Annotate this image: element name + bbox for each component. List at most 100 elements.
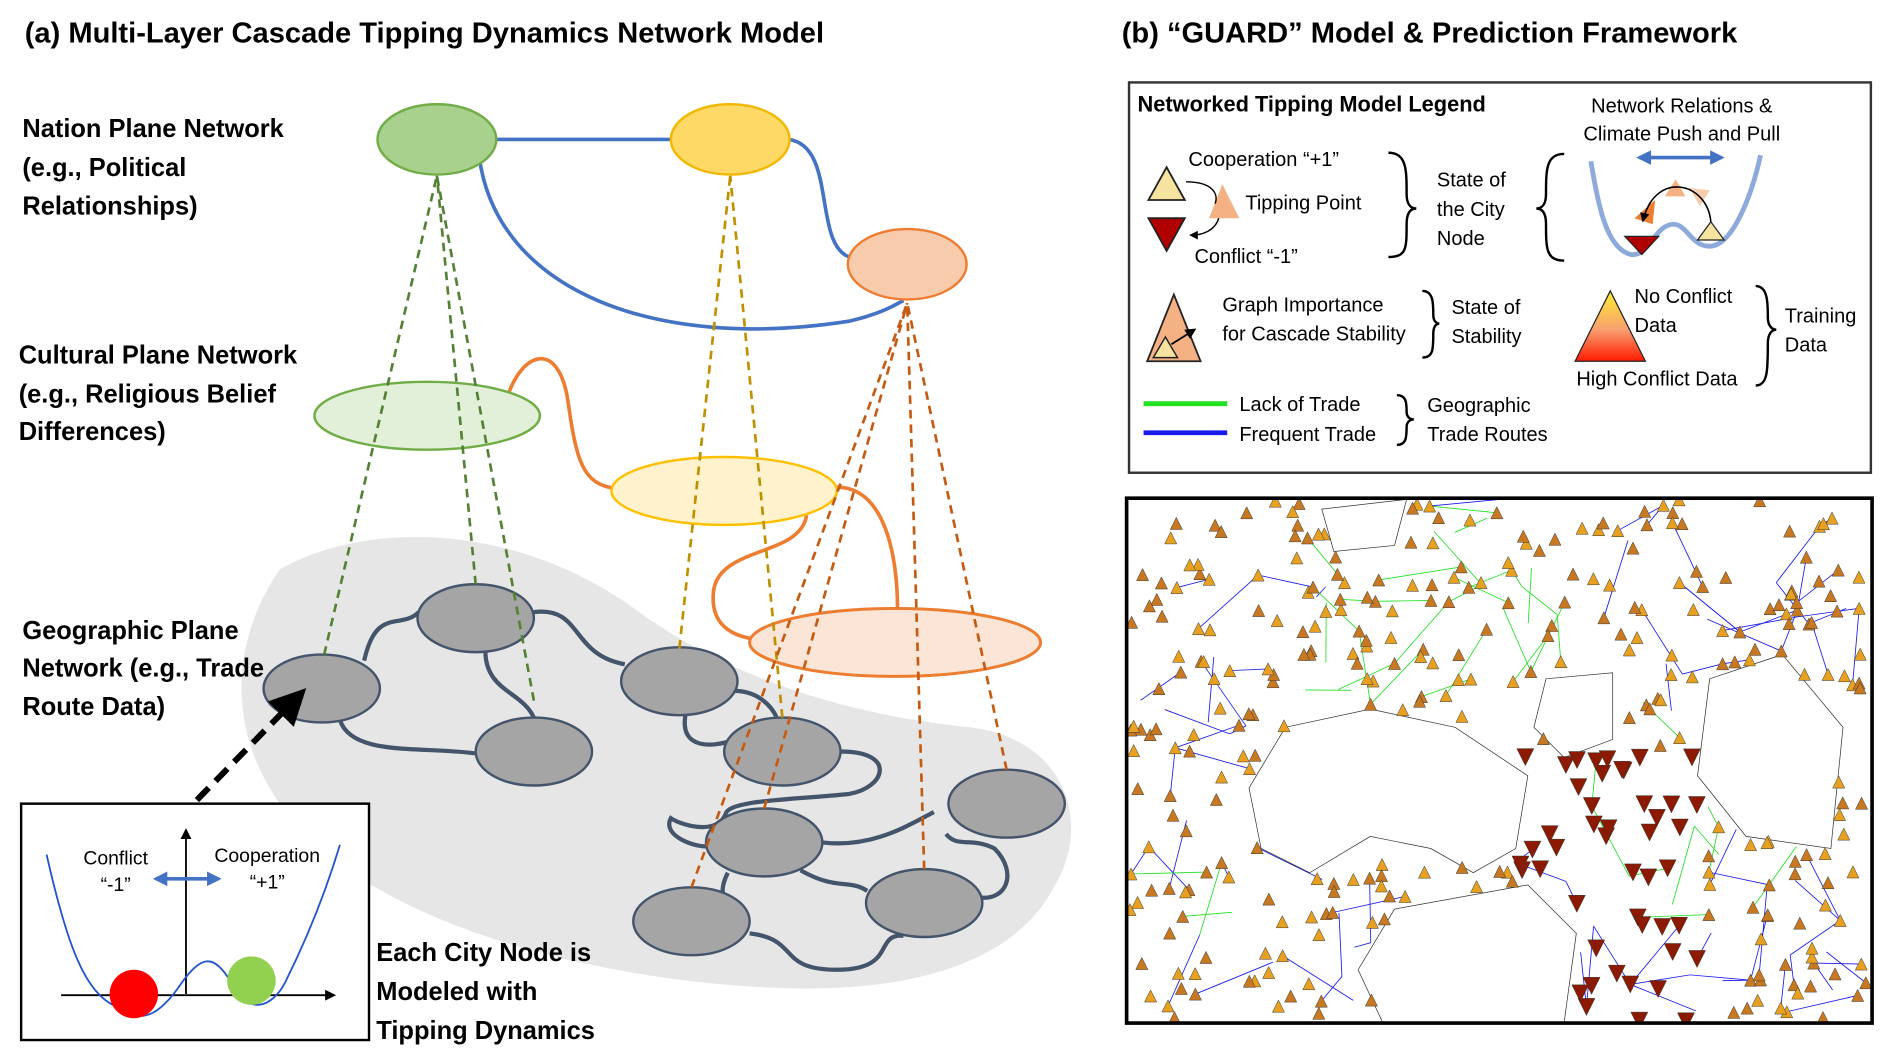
city-node-marker	[1597, 611, 1611, 625]
city-node-marker	[1150, 592, 1164, 606]
city-node-marker	[1135, 956, 1149, 970]
trade-route-edge	[1375, 600, 1431, 602]
city-node-marker	[1696, 579, 1710, 593]
city-node-marker	[1301, 531, 1315, 545]
city-node-marker	[1270, 613, 1284, 627]
city-node-marker	[1817, 517, 1830, 531]
state-city-node-text: the City	[1437, 199, 1505, 221]
city-node-marker	[1164, 531, 1178, 545]
city-node-marker	[1183, 744, 1197, 758]
city-node-marker	[1790, 596, 1804, 609]
city-node-marker	[1791, 986, 1805, 1000]
city-node-marker	[1630, 630, 1644, 644]
conflict-city-node	[1584, 815, 1603, 834]
city-node-marker	[1784, 587, 1798, 600]
map-frame	[1124, 496, 1874, 1025]
city-node	[619, 646, 739, 717]
cultural-node-yellow	[610, 455, 839, 527]
conflict-prediction-map	[1124, 496, 1874, 1025]
city-node-marker	[1271, 999, 1285, 1013]
trade-route-edge	[1370, 648, 1424, 705]
city-node-marker	[1470, 879, 1484, 893]
conflict-city-node	[1658, 859, 1677, 878]
city-node-marker	[1846, 865, 1860, 879]
city-node-marker	[1413, 694, 1426, 708]
conflict-city-node	[1683, 748, 1701, 767]
trade-route-edge	[1641, 609, 1683, 675]
city-node-marker	[1746, 900, 1760, 914]
city-node-marker	[1288, 529, 1302, 543]
conflict-city-node	[1663, 943, 1682, 962]
city-node-marker	[1474, 575, 1488, 589]
city-node-marker	[1851, 988, 1865, 1002]
city-node-marker	[1155, 609, 1169, 623]
potential-curve	[45, 844, 341, 1017]
city-node-marker	[1782, 616, 1796, 630]
trade-route-edge	[1617, 504, 1664, 532]
conflict-label: Conflict	[83, 847, 148, 869]
city-node-marker	[1854, 957, 1868, 971]
sea-region	[1533, 672, 1614, 759]
city-node-marker	[1425, 578, 1439, 592]
nation-plane-label: Nation Plane Network (e.g., Political Re…	[22, 115, 284, 221]
city-node-marker	[1346, 872, 1360, 886]
city-node-marker	[1292, 499, 1306, 510]
trade-route-edge	[1169, 747, 1176, 796]
trade-route-edge	[1198, 574, 1259, 629]
city-node-marker	[1306, 580, 1320, 594]
city-node-marker	[1805, 941, 1819, 955]
map-network-layer	[1127, 499, 1871, 1022]
projection-line-yellow	[728, 175, 784, 718]
city-node-marker	[1833, 808, 1847, 821]
city-node-marker	[1702, 907, 1716, 921]
city-node-marker	[1327, 884, 1341, 898]
city-node-marker	[1291, 518, 1305, 532]
conflict-city-node	[1607, 964, 1626, 983]
city-node-marker	[1251, 568, 1265, 582]
training-data-text: Training	[1785, 305, 1857, 327]
brace-icon	[1396, 393, 1414, 447]
city-node-marker	[1516, 529, 1530, 543]
trade-route-edge	[1826, 951, 1867, 984]
trade-route-edge	[1164, 709, 1230, 735]
trade-route-edge	[1750, 915, 1768, 981]
city-node-marker	[1406, 578, 1419, 592]
conflict-city-node	[1639, 868, 1658, 887]
city-node-marker	[1686, 602, 1700, 616]
city-node-marker	[1586, 572, 1600, 586]
trade-route-edge	[1780, 964, 1786, 1009]
city-node-marker	[1207, 672, 1221, 685]
trade-route-edge	[1453, 576, 1509, 604]
city-node-marker	[1404, 535, 1418, 549]
city-node-marker	[1364, 993, 1378, 1007]
city-node-marker	[1200, 865, 1214, 879]
city-node-marker	[1793, 916, 1807, 930]
city-node-marker	[1333, 592, 1347, 606]
city-node-marker	[1171, 966, 1185, 980]
geographic-plane	[241, 536, 1072, 989]
trade-route-edge	[1852, 608, 1860, 685]
city-node-marker	[1170, 580, 1184, 594]
city-node-marker	[1172, 649, 1186, 663]
city-node-marker	[1638, 504, 1652, 518]
trade-routes-text: Trade Routes	[1427, 424, 1547, 446]
city-node-marker	[1426, 656, 1440, 670]
legend-frame	[1127, 81, 1873, 474]
caption-line: Each City Node is	[376, 939, 591, 967]
city-node-marker	[1852, 570, 1866, 584]
label-line: Relationships)	[22, 193, 197, 221]
caption-line: Tipping Dynamics	[376, 1017, 595, 1045]
projection-line-orange	[905, 302, 926, 870]
brace-icon	[1422, 289, 1440, 359]
city-node-marker	[1236, 749, 1250, 763]
city-node-marker	[1302, 977, 1316, 991]
geo-link	[483, 650, 536, 719]
trade-route-edge	[1282, 955, 1354, 1001]
city-node-marker	[1169, 1011, 1180, 1022]
conflict-value: “-1”	[101, 874, 131, 896]
trade-route-edge	[1708, 826, 1720, 873]
city-node-marker	[1541, 629, 1555, 642]
city-node-marker	[1626, 541, 1640, 555]
city-node-marker	[1131, 781, 1145, 795]
city-node-marker	[1653, 738, 1667, 752]
